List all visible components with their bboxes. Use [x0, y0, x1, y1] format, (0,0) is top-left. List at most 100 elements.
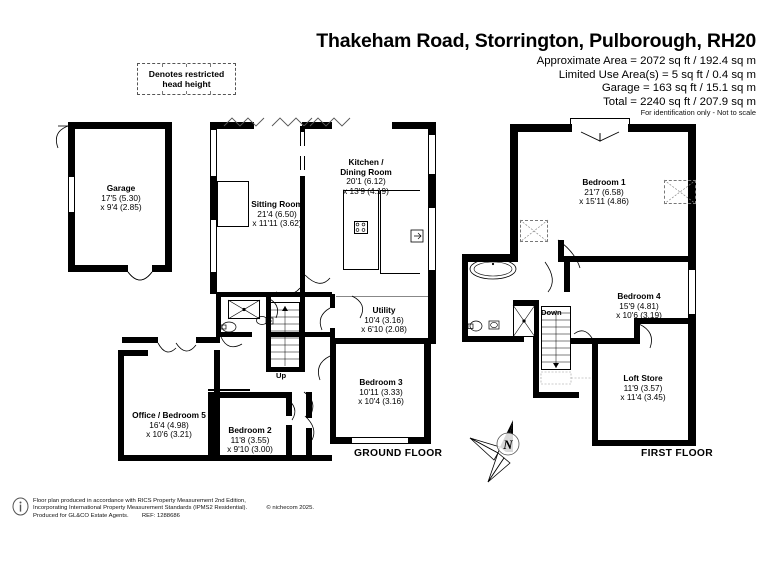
office-wall-left — [118, 350, 124, 460]
restricted-head-height-bedroom1-left — [520, 220, 548, 242]
kitchen-island — [343, 190, 379, 270]
loftstore-wall-bottom — [592, 440, 696, 446]
utility-dim2: x 6'10 (2.08) — [361, 324, 407, 335]
room-label-bedroom3: Bedroom 3 10'11 (3.33) x 10'4 (3.16) — [336, 377, 426, 407]
sitting-room-window-left-upper — [210, 130, 217, 176]
garage-dim1: 17'5 (5.30) — [101, 192, 141, 203]
bedroom2-wall-top — [208, 392, 288, 398]
garage-wall-right — [165, 122, 172, 272]
stairs-ff-wall-bottom — [533, 392, 579, 398]
bedroom2-name: Bedroom 2 — [228, 425, 272, 435]
hall-wall-right-vert — [306, 392, 312, 418]
kitchen-dim1: 20'1 (6.12) — [346, 176, 386, 187]
garage-window-left — [68, 177, 75, 212]
sitting-room-dim1: 21'4 (6.50) — [257, 208, 297, 219]
footer-line-3: Produced for GL&CO Estate Agents. — [33, 512, 129, 519]
sitting-room-window-right-b — [300, 156, 305, 170]
sitting-room-name: Sitting Room — [251, 199, 303, 209]
bedroom4-wall-step — [634, 318, 640, 344]
room-label-office: Office / Bedroom 5 16'4 (4.98) x 10'6 (3… — [118, 410, 220, 440]
office-dim1: 16'4 (4.98) — [149, 419, 189, 430]
room-label-garage: Garage 17'5 (5.30) x 9'4 (2.85) — [75, 183, 167, 213]
bathroom-wall-bottom — [216, 332, 252, 337]
loftstore-wall-right — [688, 338, 696, 446]
room-label-bedroom2: Bedroom 2 11'8 (3.55) x 9'10 (3.00) — [208, 425, 292, 455]
bedroom4-wall-lower-connector — [592, 338, 638, 344]
bedroom2-wall-right — [286, 392, 292, 416]
bedroom4-window-right — [688, 270, 696, 314]
legend-line-1: Denotes restricted — [148, 68, 225, 79]
bedroom1-doorjamb — [558, 240, 564, 262]
ff-shower-wall-right — [534, 300, 539, 342]
garage-area-text: Garage = 163 sq ft / 15.1 sq m — [601, 82, 756, 95]
sitting-room-wall-left-c — [210, 272, 217, 294]
bedroom1-name: Bedroom 1 — [582, 177, 626, 187]
stairs-wall-left — [266, 297, 270, 371]
room-label-utility: Utility 10'4 (3.16) x 6'10 (2.08) — [340, 305, 428, 335]
bedroom1-dim1: 21'7 (6.58) — [584, 186, 624, 197]
hall-wall-bottom — [266, 367, 305, 372]
bedroom1-dormer-line — [570, 118, 630, 120]
bedroom1-wall-top-left — [510, 124, 572, 132]
garage-name: Garage — [106, 183, 136, 193]
garage-wall-left-upper — [68, 122, 75, 152]
garage-wall-top — [68, 122, 172, 129]
first-floor-label: FIRST FLOOR — [641, 448, 713, 459]
office-wall-bottom — [118, 455, 220, 461]
bedroom2-dim2: x 9'10 (3.00) — [227, 444, 273, 455]
bedroom2-wall-bottom — [208, 455, 292, 461]
bathroom-wall-top — [216, 292, 332, 297]
stairs-ff-wall-left — [533, 336, 539, 398]
office-wall-right — [214, 350, 220, 460]
office-wall-top-right — [196, 337, 220, 343]
bedroom3-name: Bedroom 3 — [359, 377, 403, 387]
page-title: Thakeham Road, Storrington, Pulborough, … — [316, 30, 756, 52]
sitting-room-window-left-lower — [210, 220, 217, 272]
kitchen-dim2: x 13'9 (4.19) — [343, 185, 389, 196]
loftstore-dim2: x 11'4 (3.45) — [620, 392, 666, 403]
office-dim2: x 10'6 (3.21) — [146, 429, 192, 440]
hall-wall-right-vert-b — [306, 428, 312, 460]
bedroom4-dim1: 15'9 (4.81) — [619, 300, 659, 311]
sitting-room-wall-top-right — [302, 122, 332, 129]
stairs-wall-right — [300, 297, 305, 371]
restricted-head-height-bedroom1-right — [664, 180, 696, 204]
room-label-bedroom1: Bedroom 1 21'7 (6.58) x 15'11 (4.86) — [560, 177, 648, 207]
room-label-loftstore: Loft Store 11'9 (3.57) x 11'4 (3.45) — [598, 373, 688, 403]
kitchen-window-right-lower — [428, 208, 436, 270]
sitting-room-window-right-a — [300, 132, 305, 146]
footer-line-1: Floor plan produced in accordance with R… — [33, 498, 246, 504]
garage-wall-bottom-left — [68, 265, 128, 272]
utility-dim1: 10'4 (3.16) — [364, 314, 404, 325]
loftstore-name: Loft Store — [623, 373, 663, 383]
sitting-room-wall-left-b — [210, 176, 217, 220]
office-wall-left-top — [118, 350, 148, 356]
limited-use-area-text: Limited Use Area(s) = 5 sq ft / 0.4 sq m — [558, 68, 756, 81]
bedroom1-wall-left — [510, 124, 518, 258]
ff-shower-wall-top — [513, 300, 539, 305]
bedroom4-wall-right-b — [688, 314, 696, 346]
area-summary: Approximate Area = 2072 sq ft / 192.4 sq… — [336, 55, 756, 109]
utility-wall-bottom — [334, 338, 436, 344]
footer-disclaimer: Floor plan produced in accordance with R… — [33, 498, 363, 520]
identification-note: For identification only - Not to scale — [640, 108, 756, 117]
ff-bathroom-wall-left — [462, 254, 468, 342]
footer-line-2: Incorporating International Property Mea… — [33, 505, 248, 512]
kitchen-wall-right-b — [428, 174, 436, 208]
restricted-head-height-legend: Denotes restricted head height — [137, 63, 236, 95]
room-label-sitting-room: Sitting Room 21'4 (6.50) x 11'11 (3.62) — [216, 199, 338, 229]
sitting-room-wall-left-a — [210, 122, 217, 130]
office-wall-top — [122, 337, 158, 343]
bedroom4-wall-bottom-left — [570, 338, 592, 344]
fireplace-recess — [217, 181, 249, 227]
bedroom1-wall-bottom-right — [564, 256, 696, 262]
